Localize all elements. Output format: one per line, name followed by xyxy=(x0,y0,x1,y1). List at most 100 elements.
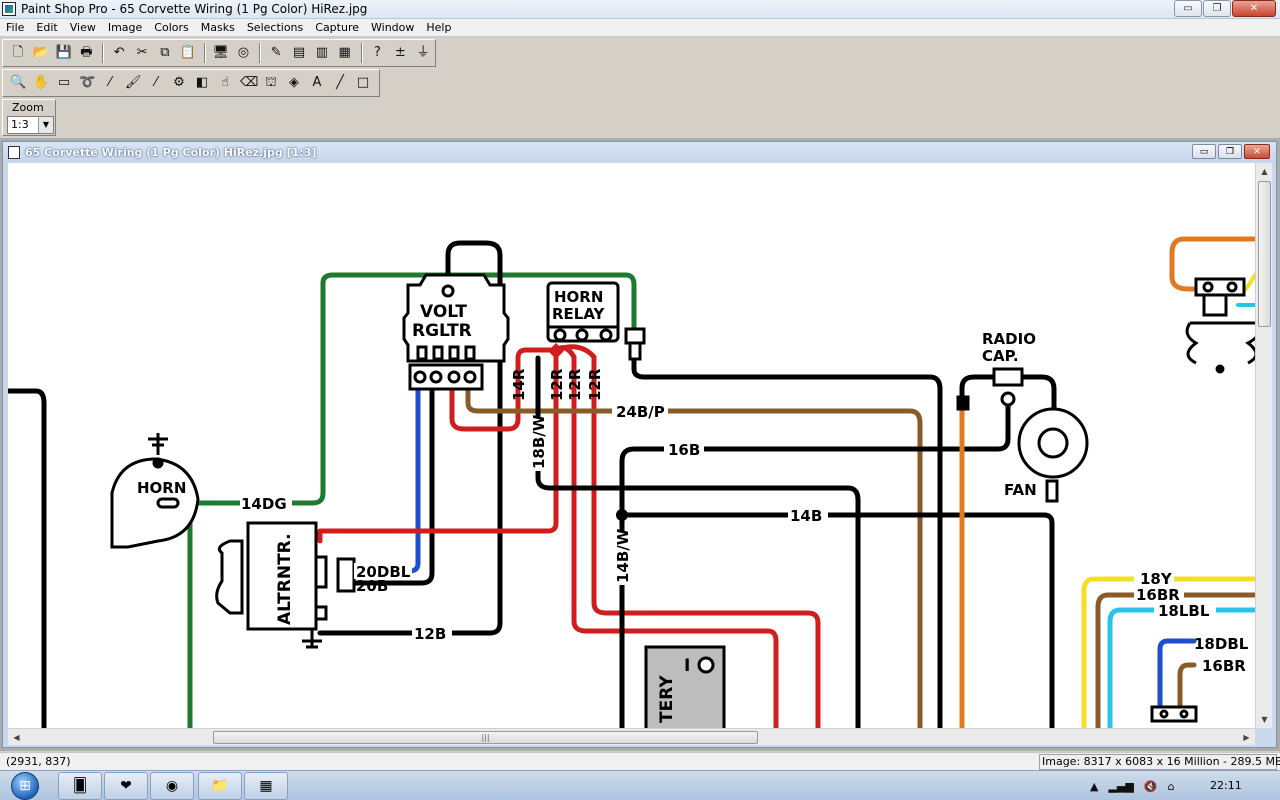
label-radio: RADIO xyxy=(982,330,1036,348)
fullscreen-button[interactable]: 🖥 xyxy=(210,42,232,64)
flood-fill-button[interactable]: ◈ xyxy=(283,72,305,94)
wire-relay-out xyxy=(631,355,943,728)
horizontal-scrollbar[interactable]: ◀ ||| ▶ xyxy=(8,728,1255,745)
minimize-button[interactable]: ▭ xyxy=(1174,0,1202,17)
clone-tool-button[interactable]: ⁄ xyxy=(145,72,167,94)
filter-button[interactable]: ⏚ xyxy=(412,42,434,64)
close-button[interactable]: ✕ xyxy=(1232,0,1276,17)
vertical-scrollbar[interactable]: ▲ ▼ xyxy=(1255,163,1272,728)
taskbar-paintshop-button[interactable]: ▦ xyxy=(244,772,288,800)
menu-masks[interactable]: Masks xyxy=(200,20,235,34)
status-bar-button[interactable]: ▤ xyxy=(288,42,310,64)
horizontal-scroll-thumb[interactable]: ||| xyxy=(213,731,758,744)
scroll-left-icon[interactable]: ◀ xyxy=(13,733,20,742)
paintbrush-tool-icon: 🖌 xyxy=(125,75,142,90)
copy-button[interactable]: ⧉ xyxy=(154,42,176,64)
network-signal-icon[interactable]: ▂▄▆ xyxy=(1108,779,1134,793)
app-title: Paint Shop Pro - 65 Corvette Wiring (1 P… xyxy=(21,2,368,16)
scratch-remover-button[interactable]: ☝ xyxy=(214,72,236,94)
wire-18y xyxy=(1081,576,1255,728)
tray-expand-icon[interactable]: ▲ xyxy=(1090,779,1099,793)
paste-button[interactable]: 📋 xyxy=(177,42,199,64)
taskbar-chrome-icon: ◉ xyxy=(165,778,179,794)
paintbrush-tool-button[interactable]: 🖌 xyxy=(122,72,144,94)
taskbar-chrome-button[interactable]: ◉ xyxy=(150,772,194,800)
selection-tool-button[interactable]: ▭ xyxy=(53,72,75,94)
zoom-select[interactable]: 1:3 ▼ xyxy=(7,116,54,134)
undo-button[interactable]: ↶ xyxy=(108,42,130,64)
document-close-button[interactable]: ✕ xyxy=(1244,144,1270,159)
document-window-controls: ▭ ❐ ✕ xyxy=(1190,144,1270,159)
browse-button[interactable]: ◎ xyxy=(232,42,254,64)
scroll-down-icon[interactable]: ▼ xyxy=(1261,715,1268,724)
tool-palette-button[interactable]: ✎ xyxy=(265,42,287,64)
label-12r-b: 12R xyxy=(566,368,584,401)
document-minimize-button[interactable]: ▭ xyxy=(1192,144,1216,159)
vertical-scroll-thumb[interactable] xyxy=(1258,181,1271,327)
clone-tool-icon: ⁄ xyxy=(154,75,158,90)
voltage-regulator xyxy=(402,273,510,391)
undo-icon: ↶ xyxy=(113,45,125,60)
control-palette-button[interactable]: ± xyxy=(389,42,411,64)
wire-20dbl xyxy=(343,388,421,574)
eraser-tool-button[interactable]: ⌫ xyxy=(237,72,259,94)
menu-capture[interactable]: Capture xyxy=(315,20,360,34)
toolbar-separator xyxy=(259,43,262,63)
taskbar-app-generic-button[interactable]: 🂠 xyxy=(58,772,102,800)
pan-tool-icon: ✋ xyxy=(33,75,50,90)
label-cap: CAP. xyxy=(982,347,1019,365)
scroll-right-icon[interactable]: ▶ xyxy=(1243,733,1250,742)
menu-colors[interactable]: Colors xyxy=(154,20,189,34)
print-button[interactable]: 🖶 xyxy=(75,42,97,64)
toolbar-separator xyxy=(102,43,105,63)
new-icon: 🗋 xyxy=(12,45,24,60)
open-button[interactable]: 📂 xyxy=(30,42,52,64)
wire-18lbl xyxy=(1107,607,1255,728)
image-canvas[interactable]: VOLT RGLTR HORN RELAY RADIO CAP. FAN xyxy=(8,163,1255,728)
tools-toolbar: 🔍✋▭➰⁄🖌⁄⚙◧☝⌫⛫◈A╱□ xyxy=(2,69,380,97)
save-button[interactable]: 💾 xyxy=(53,42,75,64)
menu-window[interactable]: Window xyxy=(371,20,415,34)
clock[interactable]: 22:11 xyxy=(1210,779,1242,792)
start-button[interactable] xyxy=(6,771,44,800)
menu-edit[interactable]: Edit xyxy=(36,20,58,34)
device-icon[interactable]: ⌂ xyxy=(1167,779,1175,793)
label-horn-relay-2: RELAY xyxy=(552,305,606,323)
eyedropper-tool-button[interactable]: ⁄ xyxy=(99,72,121,94)
help-button[interactable]: ? xyxy=(367,42,389,64)
maximize-button[interactable]: ❐ xyxy=(1203,0,1231,17)
paint-shop-pro-icon xyxy=(2,2,16,16)
cut-button[interactable]: ✂ xyxy=(131,42,153,64)
system-tray: ▲ ▂▄▆ 🔇 ⌂ 22:11 xyxy=(1080,771,1280,800)
line-tool-button[interactable]: ╱ xyxy=(329,72,351,94)
menu-file[interactable]: File xyxy=(6,20,25,34)
windows-orb-icon xyxy=(11,772,39,800)
scroll-up-icon[interactable]: ▲ xyxy=(1261,167,1268,176)
document-maximize-button[interactable]: ❐ xyxy=(1218,144,1242,159)
new-button[interactable]: 🗋 xyxy=(7,42,29,64)
histogram-button[interactable]: ▦ xyxy=(334,42,356,64)
picture-tube-button[interactable]: ⛫ xyxy=(260,72,282,94)
shape-tool-button[interactable]: □ xyxy=(352,72,374,94)
wire-left-edge xyxy=(8,388,47,728)
zoom-tool-icon: 🔍 xyxy=(10,75,27,90)
color-replace-tool-button[interactable]: ⚙ xyxy=(168,72,190,94)
control-palette-icon: ± xyxy=(394,45,406,60)
browse-icon: ◎ xyxy=(237,45,250,60)
color-palette-button[interactable]: ▥ xyxy=(311,42,333,64)
text-tool-icon: A xyxy=(312,75,322,90)
menu-view[interactable]: View xyxy=(69,20,96,34)
taskbar-app-red-button[interactable]: ❤ xyxy=(104,772,148,800)
menu-image[interactable]: Image xyxy=(107,20,143,34)
retouch-tool-button[interactable]: ◧ xyxy=(191,72,213,94)
pan-tool-button[interactable]: ✋ xyxy=(30,72,52,94)
text-tool-button[interactable]: A xyxy=(306,72,328,94)
zoom-tool-button[interactable]: 🔍 xyxy=(7,72,29,94)
volume-icon[interactable]: 🔇 xyxy=(1143,779,1158,793)
taskbar-explorer-button[interactable]: 📁 xyxy=(198,772,242,800)
lasso-tool-button[interactable]: ➰ xyxy=(76,72,98,94)
menu-help[interactable]: Help xyxy=(426,20,452,34)
chevron-down-icon[interactable]: ▼ xyxy=(38,117,53,133)
label-altrntr: ALTRNTR. xyxy=(275,533,295,625)
menu-selections[interactable]: Selections xyxy=(246,20,304,34)
